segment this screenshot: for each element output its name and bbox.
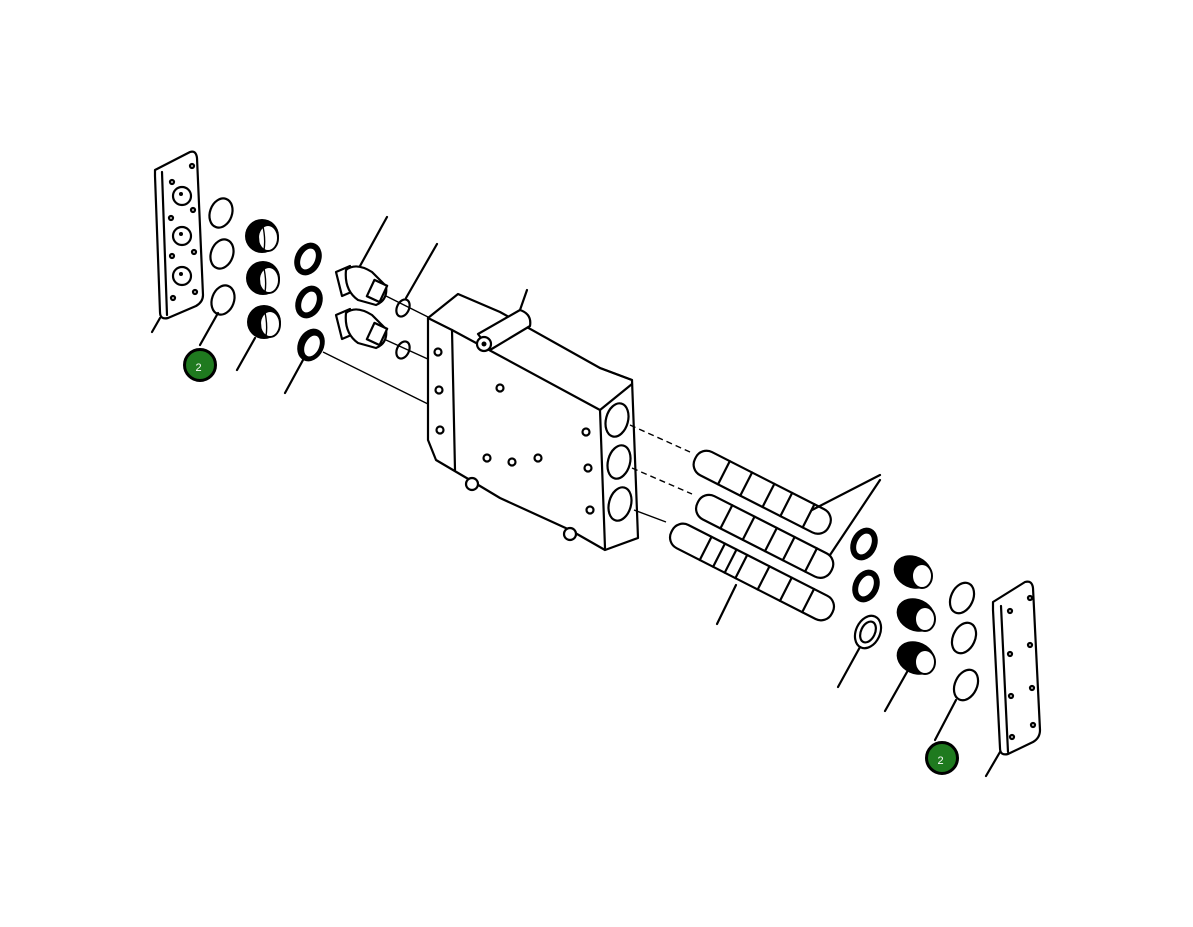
callout-badge-right[interactable]: 2 [925, 741, 959, 775]
callout-label: 2 [937, 754, 944, 767]
right-end-cover-plate [984, 580, 1042, 778]
relief-valve-plugs [334, 215, 431, 361]
spools [629, 424, 882, 626]
left-o-rings [198, 197, 236, 347]
right-o-rings [933, 581, 980, 742]
valve-body [426, 288, 640, 552]
small-o-rings [395, 242, 439, 360]
right-retainers [836, 527, 883, 689]
callout-label: 2 [195, 361, 202, 374]
callout-badge-left[interactable]: 2 [183, 348, 217, 382]
right-springs [883, 555, 936, 713]
left-retainers [283, 242, 431, 406]
left-end-cover-plate [150, 150, 205, 334]
left-springs [235, 219, 281, 372]
